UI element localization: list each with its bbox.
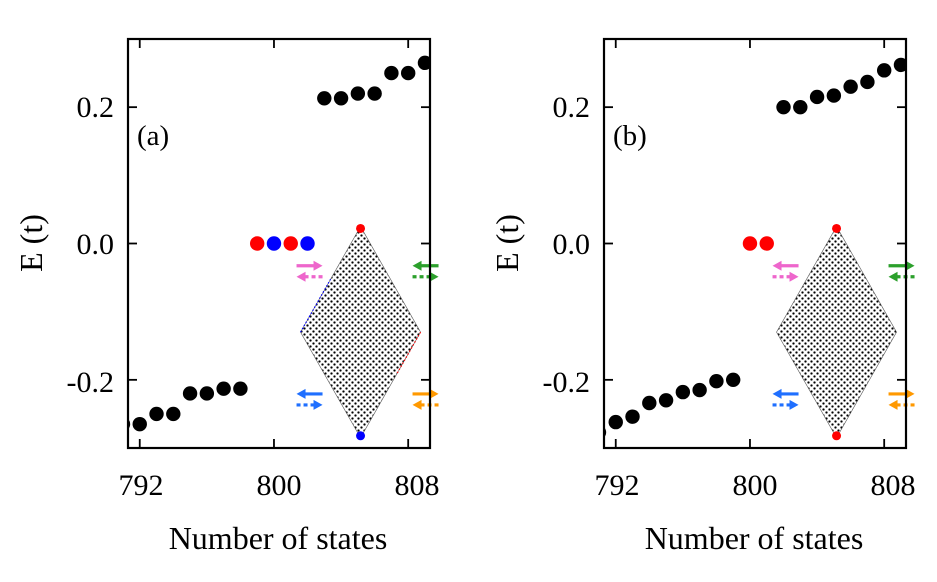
data-point [249,236,265,251]
panel-a: E (t) Number of states 0.2 0.0 -0.2 792 … [13,37,440,556]
axis-ticks-b [604,39,906,448]
arrow-top-left-icon [772,260,799,282]
data-point [843,79,858,94]
y-tick-labels-a: 0.2 0.0 -0.2 [67,91,115,399]
data-point [367,86,382,101]
y-axis-label-a: E (t) [13,214,49,272]
corner-state-top [832,223,842,233]
arrow-bottom-right-icon [888,388,915,410]
arrow-top-right-icon [412,260,439,282]
data-points-a [128,55,430,432]
plot-frame-a [126,37,432,450]
arrow-top-left-icon [296,260,323,282]
x-tick-label: 792 [119,469,164,502]
axis-ticks-a [128,39,430,448]
inset-lattice-a [296,223,439,441]
inset-lattice-b [772,223,915,441]
data-point [893,57,906,73]
data-point [642,395,657,411]
x-tick-label: 808 [871,469,916,502]
data-point [166,406,181,422]
data-point [759,236,774,251]
arrow-top-right-icon [888,260,915,282]
x-tick-label: 800 [257,469,302,502]
data-points-b [604,57,906,438]
x-tick-labels-b: 792 800 808 [595,469,916,502]
data-point [283,236,298,251]
panel-label-a: (a) [137,120,169,152]
data-point [692,382,707,398]
x-axis-label-a: Number of states [169,520,388,556]
data-point [709,373,724,389]
data-point [350,86,366,101]
x-tick-label: 808 [395,469,440,502]
data-point [658,393,674,408]
x-tick-label: 800 [733,469,778,502]
data-point [675,384,691,400]
data-point [860,74,875,90]
data-point [199,386,215,401]
data-point [793,99,808,115]
data-point [608,414,623,430]
data-point [742,236,758,251]
data-point [876,63,892,78]
data-point [333,91,349,106]
panel-label-b: (b) [613,120,647,152]
data-point [625,409,640,424]
x-tick-label: 792 [595,469,640,502]
data-point [776,99,791,115]
data-point [400,65,416,81]
x-tick-labels-a: 792 800 808 [119,469,440,502]
y-axis-label-b: E (t) [489,214,525,272]
data-point [384,65,399,81]
y-tick-label: 0.2 [77,91,115,124]
y-tick-labels-b: 0.2 0.0 -0.2 [543,91,591,399]
corner-state-bottom [832,431,842,441]
data-point [417,55,430,71]
data-point [300,236,315,251]
data-point [216,381,231,396]
data-point [266,236,282,251]
data-point [317,91,332,106]
plot-frame-b [602,37,908,450]
panel-b: E (t) Number of states 0.2 0.0 -0.2 792 … [489,37,916,556]
arrow-bottom-left-icon [772,388,799,410]
arrow-bottom-right-icon [412,388,439,410]
y-tick-label: -0.2 [543,366,591,399]
y-tick-label: 0.0 [77,228,115,261]
corner-state-top [356,223,366,233]
y-tick-label: -0.2 [67,366,115,399]
data-point [233,381,248,396]
data-point [149,406,164,422]
x-axis-label-b: Number of states [645,520,864,556]
data-point [826,88,842,103]
data-point [809,89,825,105]
data-point [182,386,198,401]
corner-state-bottom [356,431,366,441]
data-point [725,372,741,388]
data-point [132,416,147,432]
y-tick-label: 0.2 [553,91,591,124]
edge-state-right [396,331,422,375]
y-tick-label: 0.0 [553,228,591,261]
arrow-bottom-left-icon [296,388,323,410]
